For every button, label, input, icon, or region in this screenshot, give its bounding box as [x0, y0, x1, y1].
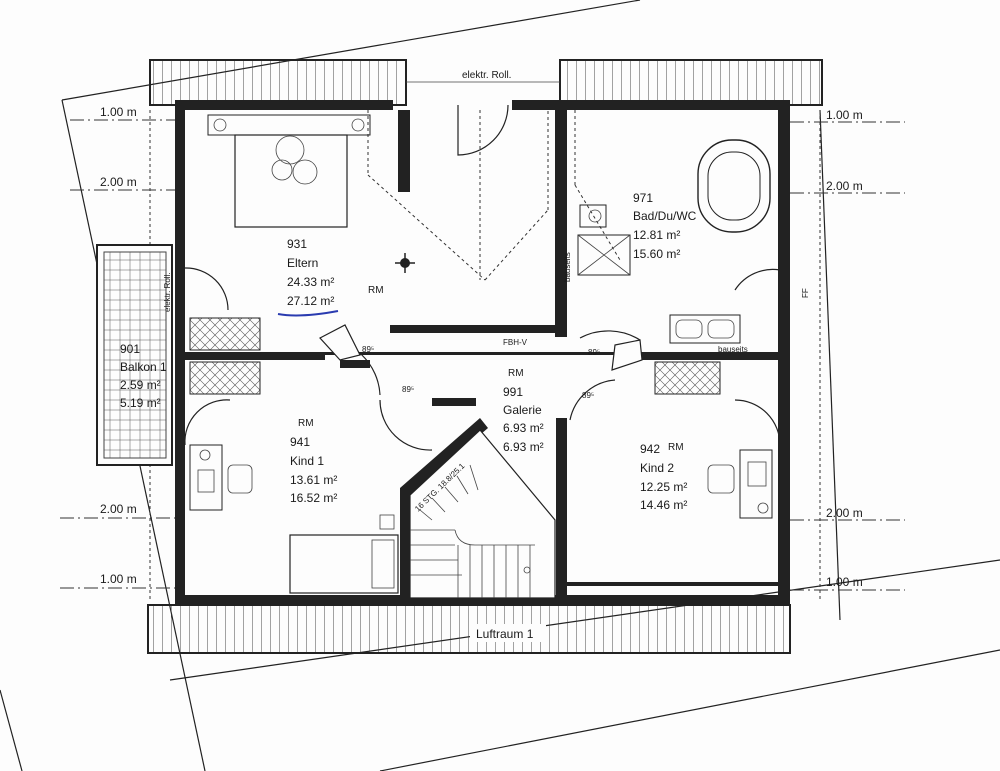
- dim-right-3: 2.00 m: [826, 506, 863, 520]
- dormer-right: [559, 59, 823, 106]
- dim-right-1: 1.00 m: [826, 108, 863, 122]
- kind2-number: 942: [640, 442, 660, 456]
- shower: [577, 234, 631, 276]
- outer-walls: [175, 100, 790, 605]
- fbh-label: FBH-V: [503, 338, 528, 347]
- balkon-area1: 2.59 m²: [120, 378, 161, 392]
- kind1-number: 941: [290, 435, 310, 449]
- luftraum-band: [147, 604, 791, 654]
- desk-kind2: [707, 449, 773, 519]
- slope-lines: [367, 110, 621, 281]
- door-width-4: 89⁵: [582, 391, 594, 400]
- bad-area1: 12.81 m²: [633, 228, 680, 242]
- dim-left-4: 1.00 m: [100, 572, 137, 586]
- interior-walls: [175, 105, 780, 598]
- staircase: [409, 429, 556, 599]
- bed-kind1: [289, 514, 399, 594]
- balkon-area2: 5.19 m²: [120, 396, 161, 410]
- kind1-area1: 13.61 m²: [290, 473, 337, 487]
- doors: [184, 104, 781, 451]
- kind2-rm: RM: [668, 442, 684, 453]
- bauseits-vertical: bauseits: [563, 252, 572, 282]
- door-width-3: 89⁵: [402, 385, 414, 394]
- dimension-lines: [60, 110, 905, 600]
- kind2-area2: 14.46 m²: [640, 498, 687, 512]
- eltern-number: 931: [287, 237, 307, 251]
- bad-area2: 15.60 m²: [633, 247, 680, 261]
- dormer-left: [149, 59, 407, 106]
- roll-top-label: elektr. Roll.: [462, 70, 511, 81]
- eltern-area2: 27.12 m²: [287, 294, 334, 308]
- ff-label: FF: [801, 288, 810, 298]
- bad-name: Bad/Du/WC: [633, 209, 697, 223]
- eltern-rm: RM: [368, 285, 384, 296]
- balkon-number: 901: [120, 342, 140, 356]
- desk-kind1: [189, 444, 253, 511]
- bed-eltern: [207, 114, 371, 228]
- dim-right-2: 2.00 m: [826, 179, 863, 193]
- bad-number: 971: [633, 191, 653, 205]
- luftraum-label: Luftraum 1: [476, 627, 534, 641]
- galerie-number: 991: [503, 385, 523, 399]
- eltern-area1: 24.33 m²: [287, 275, 334, 289]
- double-sink: [669, 314, 741, 344]
- kind2-name: Kind 2: [640, 461, 674, 475]
- dim-left-3: 2.00 m: [100, 502, 137, 516]
- toilet: [579, 204, 607, 228]
- kind2-area1: 12.25 m²: [640, 480, 687, 494]
- door-width-1: 89⁵: [362, 345, 374, 354]
- galerie-area1: 6.93 m²: [503, 421, 544, 435]
- area-underline: [277, 310, 339, 317]
- roll-left-label: elektr. Roll.: [163, 272, 172, 312]
- ceiling-light: [395, 253, 415, 273]
- balkon-name: Balkon 1: [120, 360, 167, 374]
- door-width-2: 89⁵: [588, 348, 600, 357]
- bathtub: [697, 139, 771, 233]
- kind1-name: Kind 1: [290, 454, 324, 468]
- balcony: [96, 244, 173, 466]
- wardrobes: [189, 317, 721, 395]
- galerie-area2: 6.93 m²: [503, 440, 544, 454]
- kind1-area2: 16.52 m²: [290, 491, 337, 505]
- dim-left-1: 1.00 m: [100, 105, 137, 119]
- dim-right-4: 1.00 m: [826, 575, 863, 589]
- galerie-rm: RM: [508, 368, 524, 379]
- bauseits-horizontal: bauseits: [718, 345, 748, 354]
- dim-left-2: 2.00 m: [100, 175, 137, 189]
- galerie-name: Galerie: [503, 403, 542, 417]
- kind1-rm: RM: [298, 418, 314, 429]
- eltern-name: Eltern: [287, 256, 318, 270]
